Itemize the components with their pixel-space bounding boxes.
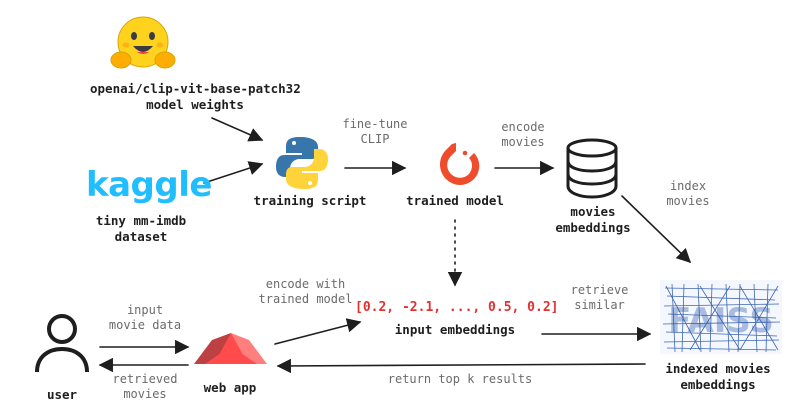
- retrieve-similar-label: retrieve similar: [562, 283, 637, 313]
- indexed-movies-label: indexed movies embeddings: [648, 361, 788, 392]
- fine-tune-line2: CLIP: [360, 132, 390, 146]
- retrieved-movies-label: retrieved movies: [100, 372, 190, 402]
- user-label: user: [46, 387, 78, 402]
- index-movies-label: index movies: [653, 179, 723, 209]
- clip-model-weights: model weights: [146, 96, 244, 112]
- python-icon: [276, 137, 328, 189]
- index-movies-line2: movies: [666, 194, 710, 208]
- fine-tune-line1: fine-tune: [342, 117, 408, 131]
- dataset-word: dataset: [114, 228, 168, 244]
- faiss-logo: FAISS: [660, 280, 782, 354]
- input-movie-data-line2: movie data: [108, 318, 182, 332]
- encode-movies-label: encode movies: [483, 120, 563, 150]
- clip-model-name: openai/clip-vit-base-patch32: [90, 81, 301, 96]
- input-embeddings-value: [0.2, -2.1, ..., 0.5, 0.2]: [355, 300, 559, 315]
- dataset-name: tiny mm-imdb: [95, 213, 187, 228]
- movies-embeddings-label: movies embeddings: [548, 204, 638, 235]
- arrow-webapp-to-input-embeddings: [274, 318, 362, 345]
- encode-movies-line2: movies: [501, 135, 545, 149]
- encode-with-line2: trained model: [258, 292, 353, 306]
- fine-tune-label: fine-tune CLIP: [335, 117, 415, 147]
- retrieved-movies-line1: retrieved: [112, 372, 178, 386]
- arrow-clip-to-training: [211, 117, 264, 142]
- user-icon: [35, 314, 89, 373]
- retrieve-similar-line2: similar: [574, 298, 625, 312]
- retrieved-movies-line2: movies: [123, 387, 167, 401]
- faiss-logo-text: FAISS: [668, 301, 774, 341]
- clip-weights-label: openai/clip-vit-base-patch32 model weigh…: [90, 81, 301, 112]
- kaggle-logo: kaggle: [86, 165, 212, 205]
- input-movie-data-label: input movie data: [95, 303, 195, 333]
- index-movies-line1: index: [669, 179, 707, 193]
- training-script-label: training script: [253, 193, 367, 208]
- web-app-label: web app: [203, 380, 257, 395]
- movies-embeddings-line1: movies: [570, 204, 616, 219]
- encode-with-line1: encode with: [265, 277, 346, 291]
- dataset-label: tiny mm-imdb dataset: [86, 213, 196, 244]
- database-icon: [566, 138, 618, 199]
- pytorch-icon: [440, 143, 480, 185]
- indexed-movies-line2: embeddings: [680, 376, 756, 392]
- movies-embeddings-line2: embeddings: [555, 219, 631, 235]
- arrow-embeddings-to-index: [621, 195, 692, 264]
- hugging-face-icon: [110, 16, 176, 69]
- retrieve-similar-line1: retrieve: [570, 283, 629, 297]
- trained-model-label: trained model: [406, 193, 504, 208]
- arrow-index-to-webapp: [276, 358, 646, 374]
- input-embeddings-label: input embeddings: [394, 322, 516, 337]
- arrow-dataset-to-training: [203, 161, 264, 184]
- encode-with-label: encode with trained model: [248, 277, 363, 307]
- encode-movies-line1: encode: [501, 120, 545, 134]
- streamlit-icon: [194, 333, 267, 364]
- indexed-movies-line1: indexed movies: [665, 361, 771, 376]
- return-top-k-label: return top k results: [387, 372, 533, 386]
- input-movie-data-line1: input: [126, 303, 164, 317]
